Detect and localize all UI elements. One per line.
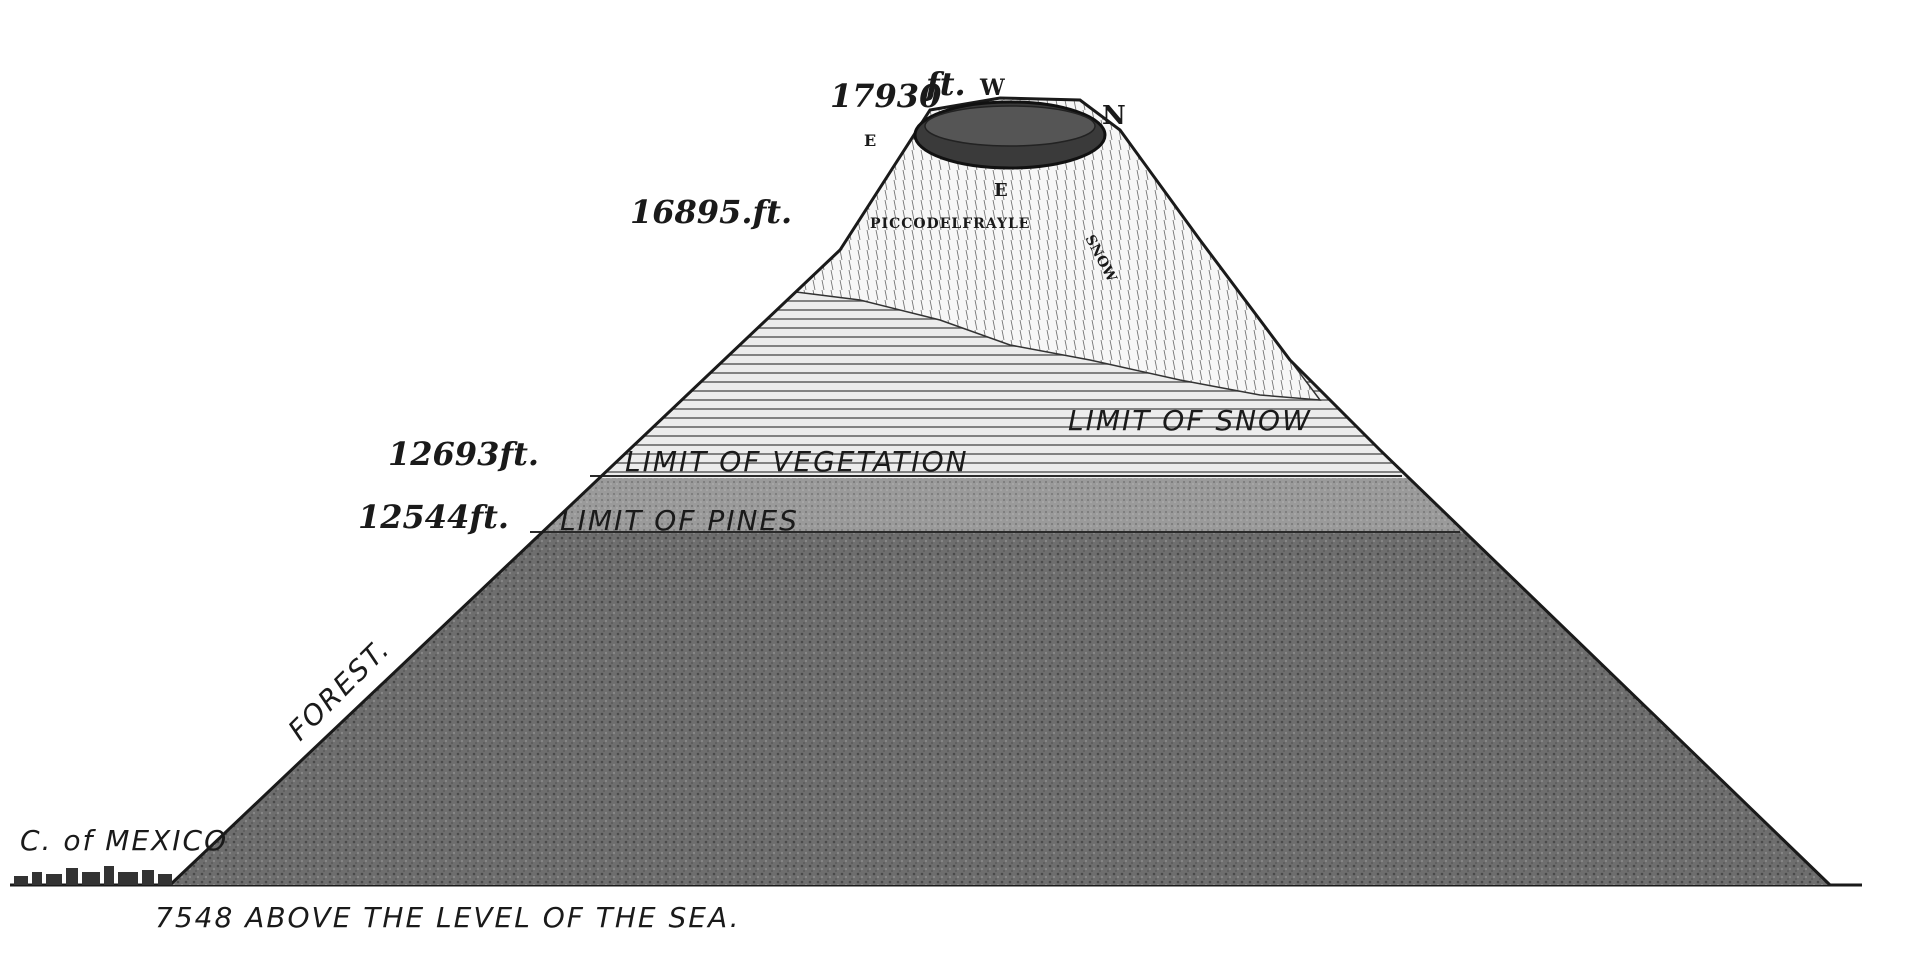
limit-snow-label: LIMIT OF SNOW [1068,404,1312,437]
city-label: C. of MEXICO [20,824,228,857]
limit-vegetation-label: LIMIT OF VEGETATION [625,445,969,478]
elevation-12544-label: 12544ft. [358,498,509,536]
summit-elevation-label: 17930 [830,77,941,115]
elevation-12693-label: 12693ft. [388,435,539,473]
compass-n-label: N [1102,101,1126,131]
picco-label: PICCODELFRAYLE [870,216,1030,232]
mountain-outline [168,96,1832,887]
crater-rim [924,105,1096,147]
pines-zone [170,476,1830,532]
forest-zone [170,530,1830,885]
compass-e-crater-label: E [994,180,1008,201]
city-buildings [14,866,172,885]
compass-w-label: W [979,75,1005,101]
summit-unit-label: ft. [924,65,966,103]
elevation-16895-label: 16895.ft. [630,193,792,231]
base-caption: 7548 ABOVE THE LEVEL OF THE SEA. [155,901,741,934]
compass-e-left-label: E [864,131,876,150]
limit-pines-label: LIMIT OF PINES [560,504,799,537]
